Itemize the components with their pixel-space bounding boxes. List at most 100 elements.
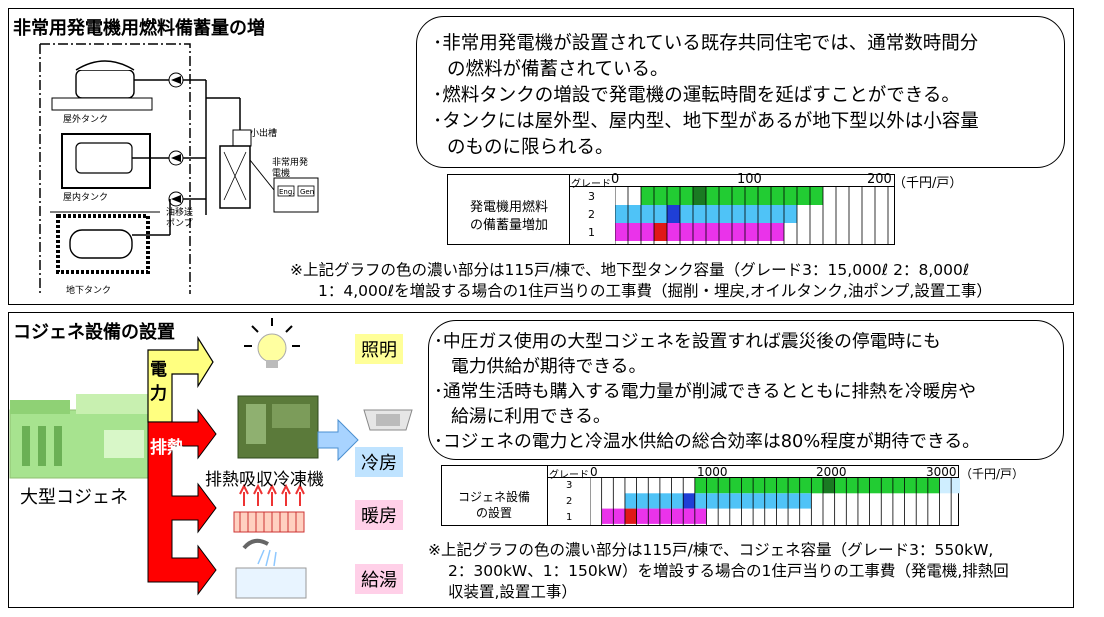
cost-cell-grade-2 [753, 493, 765, 509]
fuel-cost-chart [615, 187, 889, 245]
cost-cell-grade-1 [680, 223, 693, 241]
power-label: 電力 [150, 360, 167, 404]
fuel-table-label-1: 発電機用燃料 [469, 200, 548, 215]
cogen-flow-diagram [9, 335, 359, 599]
cost-cell-grade-3 [823, 478, 835, 494]
cost-cell-grade-2 [654, 205, 667, 223]
hot-water-icon [235, 538, 307, 599]
cogen-tick-3000: 3000 [926, 465, 957, 479]
heater-icon [233, 483, 305, 533]
cogen-table-label-2: の設置 [475, 506, 512, 520]
generator-bullet-2: ･燃料タンクの増設で発電機の運転時間を延ばすことができる。 [433, 85, 960, 106]
cost-cell-grade-2 [764, 493, 777, 509]
cost-cell-grade-3 [719, 187, 732, 205]
cost-cell-grade-3 [764, 478, 777, 494]
cogen-cost-chart [590, 478, 960, 526]
cost-cell-grade-2 [628, 205, 641, 223]
cost-cell-grade-3 [951, 478, 960, 494]
cost-cell-grade-3 [729, 478, 742, 494]
cogen-note-2: 2：300kW、1：150kW）を増設する場合の1住戸当りの工事費（発電機,排熱… [448, 562, 1009, 580]
cogen-info-bubble [428, 320, 1064, 460]
cost-cell-grade-3 [654, 187, 667, 205]
cost-cell-grade-3 [857, 478, 870, 494]
cogen-table-divider [547, 465, 548, 526]
cost-cell-grade-3 [732, 187, 745, 205]
use-cooling: 冷房 [355, 447, 403, 477]
pump-label: 油移送ポンプ [166, 208, 194, 229]
cost-cell-grade-3 [939, 478, 952, 494]
cogen-grade-1: 1 [566, 512, 573, 523]
heat-label: 排熱 [150, 438, 184, 458]
cost-cell-grade-3 [771, 187, 784, 205]
cost-cell-grade-2 [706, 493, 719, 509]
cost-cell-grade-1 [615, 223, 628, 241]
cogen-unit: （千円/戸） [960, 467, 1025, 481]
cost-cell-grade-3 [718, 478, 730, 494]
outdoor-tank-label: 屋外タンク [63, 115, 109, 125]
cogen-tick-0: 0 [590, 465, 598, 479]
cogen-grade-header: グレード [549, 470, 589, 481]
cost-cell-grade-3 [927, 478, 940, 494]
cost-cell-grade-1 [648, 508, 660, 524]
cogen-grade-3: 3 [566, 480, 573, 491]
cogen-bullet-3: ･コジェネの電力と冷温水供給の総合効率は80%程度が期待できる。 [434, 431, 980, 452]
fuel-cost-table-frame [447, 174, 895, 245]
cogen-tick-1000: 1000 [697, 465, 728, 479]
fuel-grade-header: グレード [571, 179, 611, 190]
cost-cell-grade-1 [624, 508, 637, 524]
cost-cell-grade-2 [719, 205, 732, 223]
cost-cell-grade-3 [741, 478, 754, 494]
cost-cell-grade-2 [776, 493, 789, 509]
underground-tank-label: 地下タンク [66, 286, 112, 296]
light-bulb-icon [244, 318, 300, 368]
cost-cell-grade-3 [694, 478, 707, 494]
cost-cell-grade-1 [683, 508, 695, 524]
cost-cell-grade-1 [671, 508, 684, 524]
cost-cell-grade-1 [771, 223, 784, 241]
cogen-section-title: コジェネ設備の設置 [13, 322, 175, 343]
generator-note-1: ※上記グラフの色の濃い部分は115戸/棟で、地下型タンク容量（グレード3：15,… [290, 261, 970, 279]
cogen-bullet-1b: 電力供給が期待できる。 [451, 356, 647, 377]
eng-label: Eng. [279, 188, 295, 196]
cost-cell-grade-1 [745, 223, 758, 241]
cogen-building-icon [9, 394, 151, 479]
cost-cell-grade-2 [667, 205, 680, 223]
cogen-bullet-1: ･中圧ガス使用の大型コジェネを設置すれば震災後の停電時にも [434, 331, 941, 352]
cost-cell-grade-2 [799, 493, 812, 509]
cost-cell-grade-2 [745, 205, 758, 223]
cost-cell-grade-3 [904, 478, 917, 494]
cost-cell-grade-2 [671, 493, 684, 509]
cost-cell-grade-3 [706, 187, 719, 205]
cost-cell-grade-3 [810, 187, 823, 205]
cost-cell-grade-2 [788, 493, 800, 509]
cost-cell-grade-1 [758, 223, 771, 241]
cost-cell-grade-3 [799, 478, 812, 494]
cost-cell-grade-2 [683, 493, 695, 509]
cogen-bullet-2b: 給湯に利用できる。 [451, 406, 611, 427]
cogen-table-label-1: コジェネ設備 [457, 490, 530, 504]
cost-cell-grade-3 [680, 187, 693, 205]
cost-cell-grade-3 [784, 187, 797, 205]
generator-fuel-section [8, 8, 1074, 305]
chiller-label: 排熱吸収冷凍機 [205, 470, 324, 490]
cogen-cost-table-frame [441, 465, 959, 526]
cost-cell-grade-3 [706, 478, 719, 494]
fuel-grade-3: 3 [588, 190, 595, 203]
generator-bullet-1b: の燃料が備蓄されている。 [447, 59, 669, 80]
cost-cell-grade-3 [797, 187, 810, 205]
cost-cell-grade-2 [732, 205, 745, 223]
cost-cell-grade-2 [648, 493, 660, 509]
cogen-note-1: ※上記グラフの色の濃い部分は115戸/棟で、コジェネ容量（グレード3：550kW… [428, 541, 994, 559]
cost-cell-grade-1 [654, 223, 667, 241]
fuel-table-divider [569, 174, 570, 245]
cost-cell-grade-2 [680, 205, 693, 223]
cost-cell-grade-3 [693, 187, 706, 205]
cost-cell-grade-3 [776, 478, 789, 494]
cost-cell-grade-1 [706, 223, 719, 241]
generator-note-2: 1：4,000ℓを増設する場合の1住戸当りの工事費（掘削・埋戻,オイルタンク,油… [318, 282, 992, 300]
gen-label: Gen [300, 188, 315, 196]
cost-cell-grade-3 [811, 478, 823, 494]
cogen-tick-2000: 2000 [816, 465, 847, 479]
cost-cell-grade-2 [641, 205, 654, 223]
cost-cell-grade-2 [741, 493, 754, 509]
